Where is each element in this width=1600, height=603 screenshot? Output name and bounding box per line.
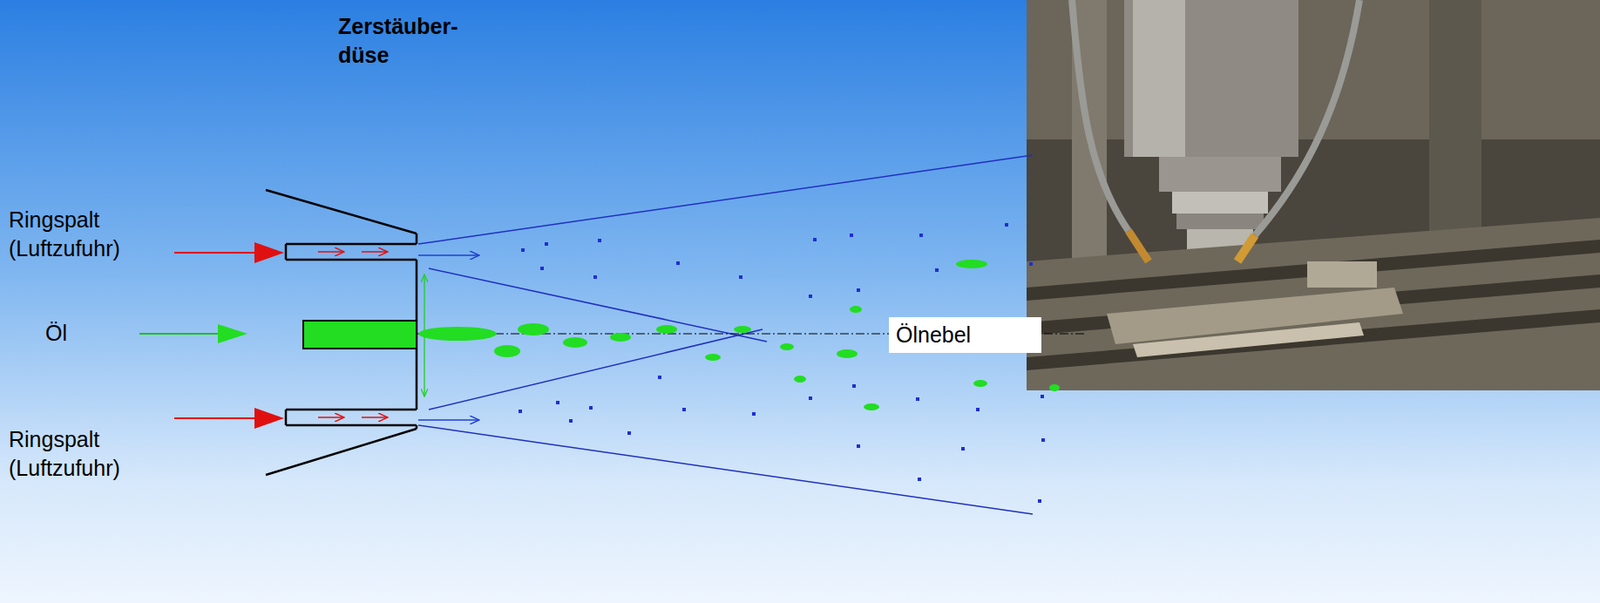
- oil-label: Öl: [45, 318, 98, 348]
- air-particle: [569, 419, 573, 423]
- oil-droplet: [610, 332, 631, 342]
- nozzle-title: Zerstäuber- düse: [338, 12, 469, 69]
- air-particle: [593, 275, 597, 279]
- air-particle: [808, 294, 813, 299]
- air-particle: [657, 375, 662, 380]
- air-particle: [856, 288, 861, 292]
- oil-droplet: [849, 305, 862, 313]
- air-particle: [1037, 499, 1042, 503]
- oil-droplet: [418, 326, 497, 341]
- air-particle: [540, 266, 544, 271]
- air-particle: [856, 444, 861, 448]
- air-gap-label: Ringspalt (Luftzufuhr): [8, 425, 153, 482]
- oil-droplet: [705, 353, 721, 361]
- nozzle-body: [265, 189, 417, 475]
- air-particle: [1040, 394, 1045, 399]
- air-particle: [1041, 438, 1045, 442]
- air-particle: [518, 409, 523, 414]
- oil-droplets: [418, 259, 1060, 411]
- oil-droplet: [517, 323, 550, 336]
- air-particle: [589, 406, 593, 410]
- air-particle: [961, 447, 965, 451]
- air-particle: [555, 400, 560, 405]
- machine-photo: [1026, 0, 1600, 391]
- air-gap-label: Ringspalt (Luftzufuhr): [8, 205, 153, 263]
- air-particle: [919, 233, 923, 238]
- air-particle: [521, 248, 525, 252]
- oil-droplet: [973, 379, 988, 387]
- air-particle: [752, 412, 756, 416]
- air-particle: [544, 242, 549, 246]
- oil-droplet: [656, 325, 678, 334]
- air-particle: [976, 407, 980, 412]
- oil-droplet: [562, 337, 588, 348]
- oil-tube: [303, 320, 417, 349]
- air-particle: [917, 477, 922, 482]
- air-particle: [682, 407, 686, 412]
- air-particle: [676, 261, 680, 265]
- oil-droplet: [779, 343, 794, 351]
- oil-mist-label: Ölnebel: [888, 317, 1042, 353]
- air-particle: [808, 396, 813, 400]
- oil-droplet: [863, 403, 880, 411]
- air-particle: [852, 384, 856, 388]
- air-particle: [627, 431, 631, 435]
- air-particle: [1004, 223, 1009, 227]
- oil-droplet: [955, 259, 988, 269]
- air-particles: [518, 223, 1045, 503]
- air-particle: [1029, 262, 1033, 266]
- air-particle: [915, 397, 920, 401]
- oil-droplet: [733, 325, 752, 333]
- oil-droplet: [836, 349, 858, 359]
- air-particle: [849, 233, 854, 238]
- air-particle: [935, 268, 939, 272]
- air-particle: [738, 275, 743, 279]
- air-particle: [597, 238, 602, 243]
- oil-inlet-arrow: [139, 324, 248, 344]
- air-inlet-arrows: [174, 242, 388, 429]
- air-particle: [813, 237, 817, 242]
- oil-droplet: [1049, 384, 1060, 392]
- oil-droplet: [494, 345, 521, 358]
- oil-droplet: [793, 375, 807, 383]
